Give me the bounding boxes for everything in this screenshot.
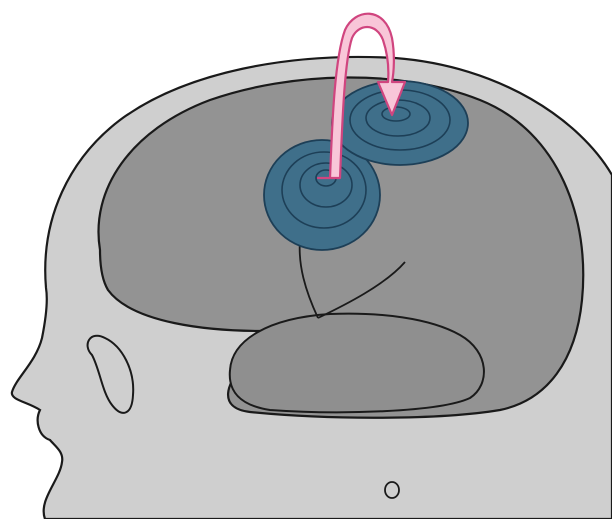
temporal-lobe (230, 314, 484, 413)
